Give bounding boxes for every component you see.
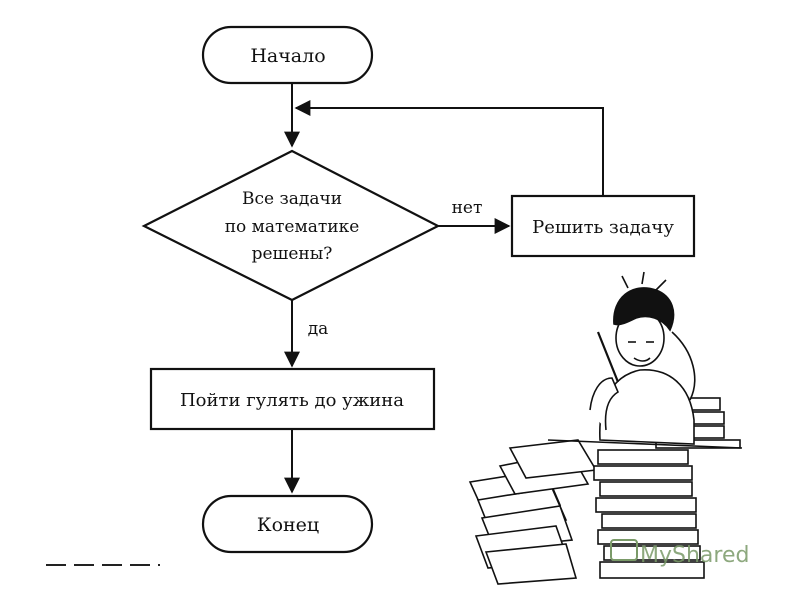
decision-diamond [141, 149, 441, 302]
end-terminator [201, 494, 374, 554]
decision-text-line1: Все задачи [242, 189, 342, 209]
yes-branch-label: да [308, 319, 329, 339]
solve-task-label: Решить задачу [532, 217, 674, 238]
decision-text-line2: по математике [225, 217, 360, 237]
walk-process [149, 367, 436, 431]
no-branch-label: нет [452, 198, 483, 218]
watermark: MyShared [610, 539, 749, 568]
watermark-text: MyShared [640, 543, 749, 568]
end-label: Конец [257, 514, 319, 536]
start-terminator [201, 25, 374, 85]
arrow-loop-back [294, 100, 604, 196]
start-label: Начало [250, 45, 325, 67]
walk-label: Пойти гулять до ужина [180, 390, 404, 411]
watermark-logo-icon [610, 539, 638, 561]
decision-text-line3: решены? [252, 244, 333, 264]
solve-task-process [510, 194, 696, 258]
student-with-papers-icon [468, 271, 743, 585]
